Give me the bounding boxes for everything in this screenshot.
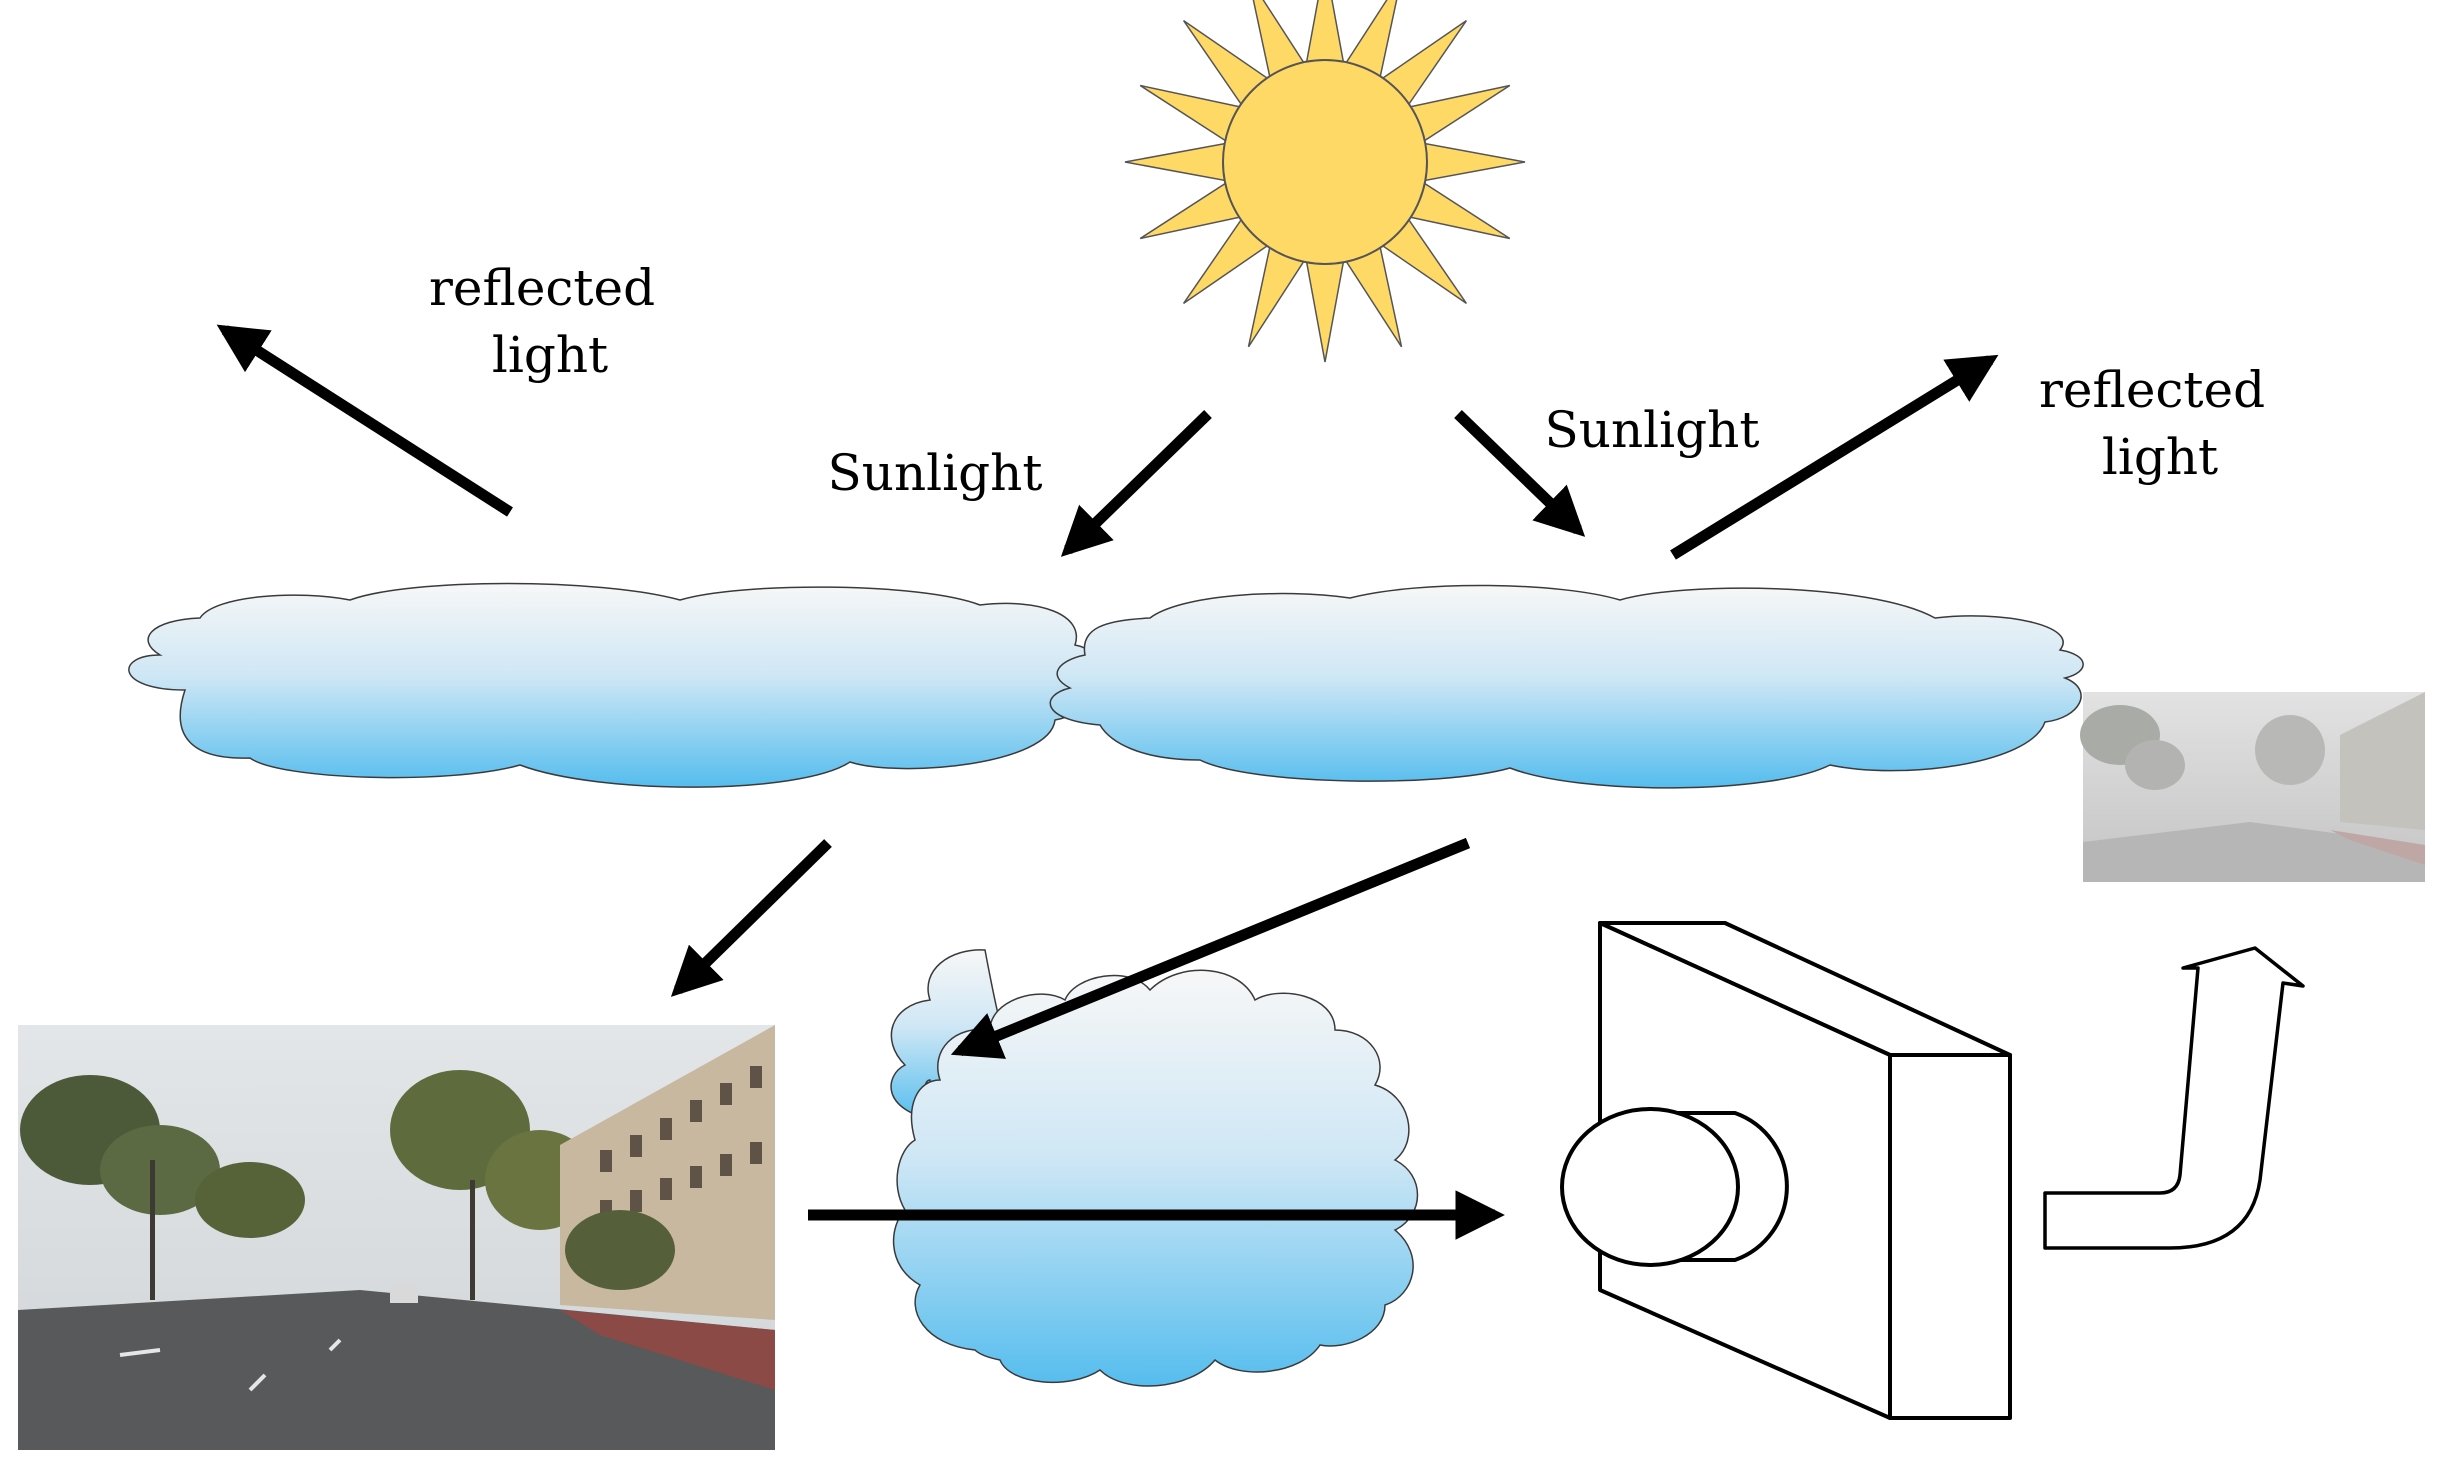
scatter-arrow-to-clear-scene (670, 839, 832, 997)
hollow-up-arrow-icon (2043, 946, 2305, 1250)
street-scene-clear-photo (18, 1025, 775, 1450)
sun-icon (1124, 0, 1526, 363)
reflected-light-label-left: reflected light (429, 259, 671, 384)
camera-icon (1560, 921, 2012, 1420)
lower-cloud-body (892, 969, 1419, 1387)
sunlight-label-right: Sunlight (1545, 401, 1760, 459)
cloud-layer-upper (128, 582, 2084, 789)
light-path-arrows (216, 324, 1999, 1240)
scatter-arrow-to-lower-cloud (950, 837, 1471, 1059)
street-scene-hazy-photo (2080, 692, 2425, 882)
upper-cloud-left (128, 582, 1095, 788)
reflected-arrow-right (1670, 354, 1999, 560)
reflected-arrow-left (216, 324, 513, 517)
reflected-light-label-right: reflected light (2039, 361, 2281, 486)
sunlight-arrow-left (1060, 410, 1212, 557)
upper-cloud-right (1049, 584, 2084, 789)
sunlight-arrow-right (1454, 410, 1586, 537)
sunlight-label-left: Sunlight (828, 444, 1043, 502)
